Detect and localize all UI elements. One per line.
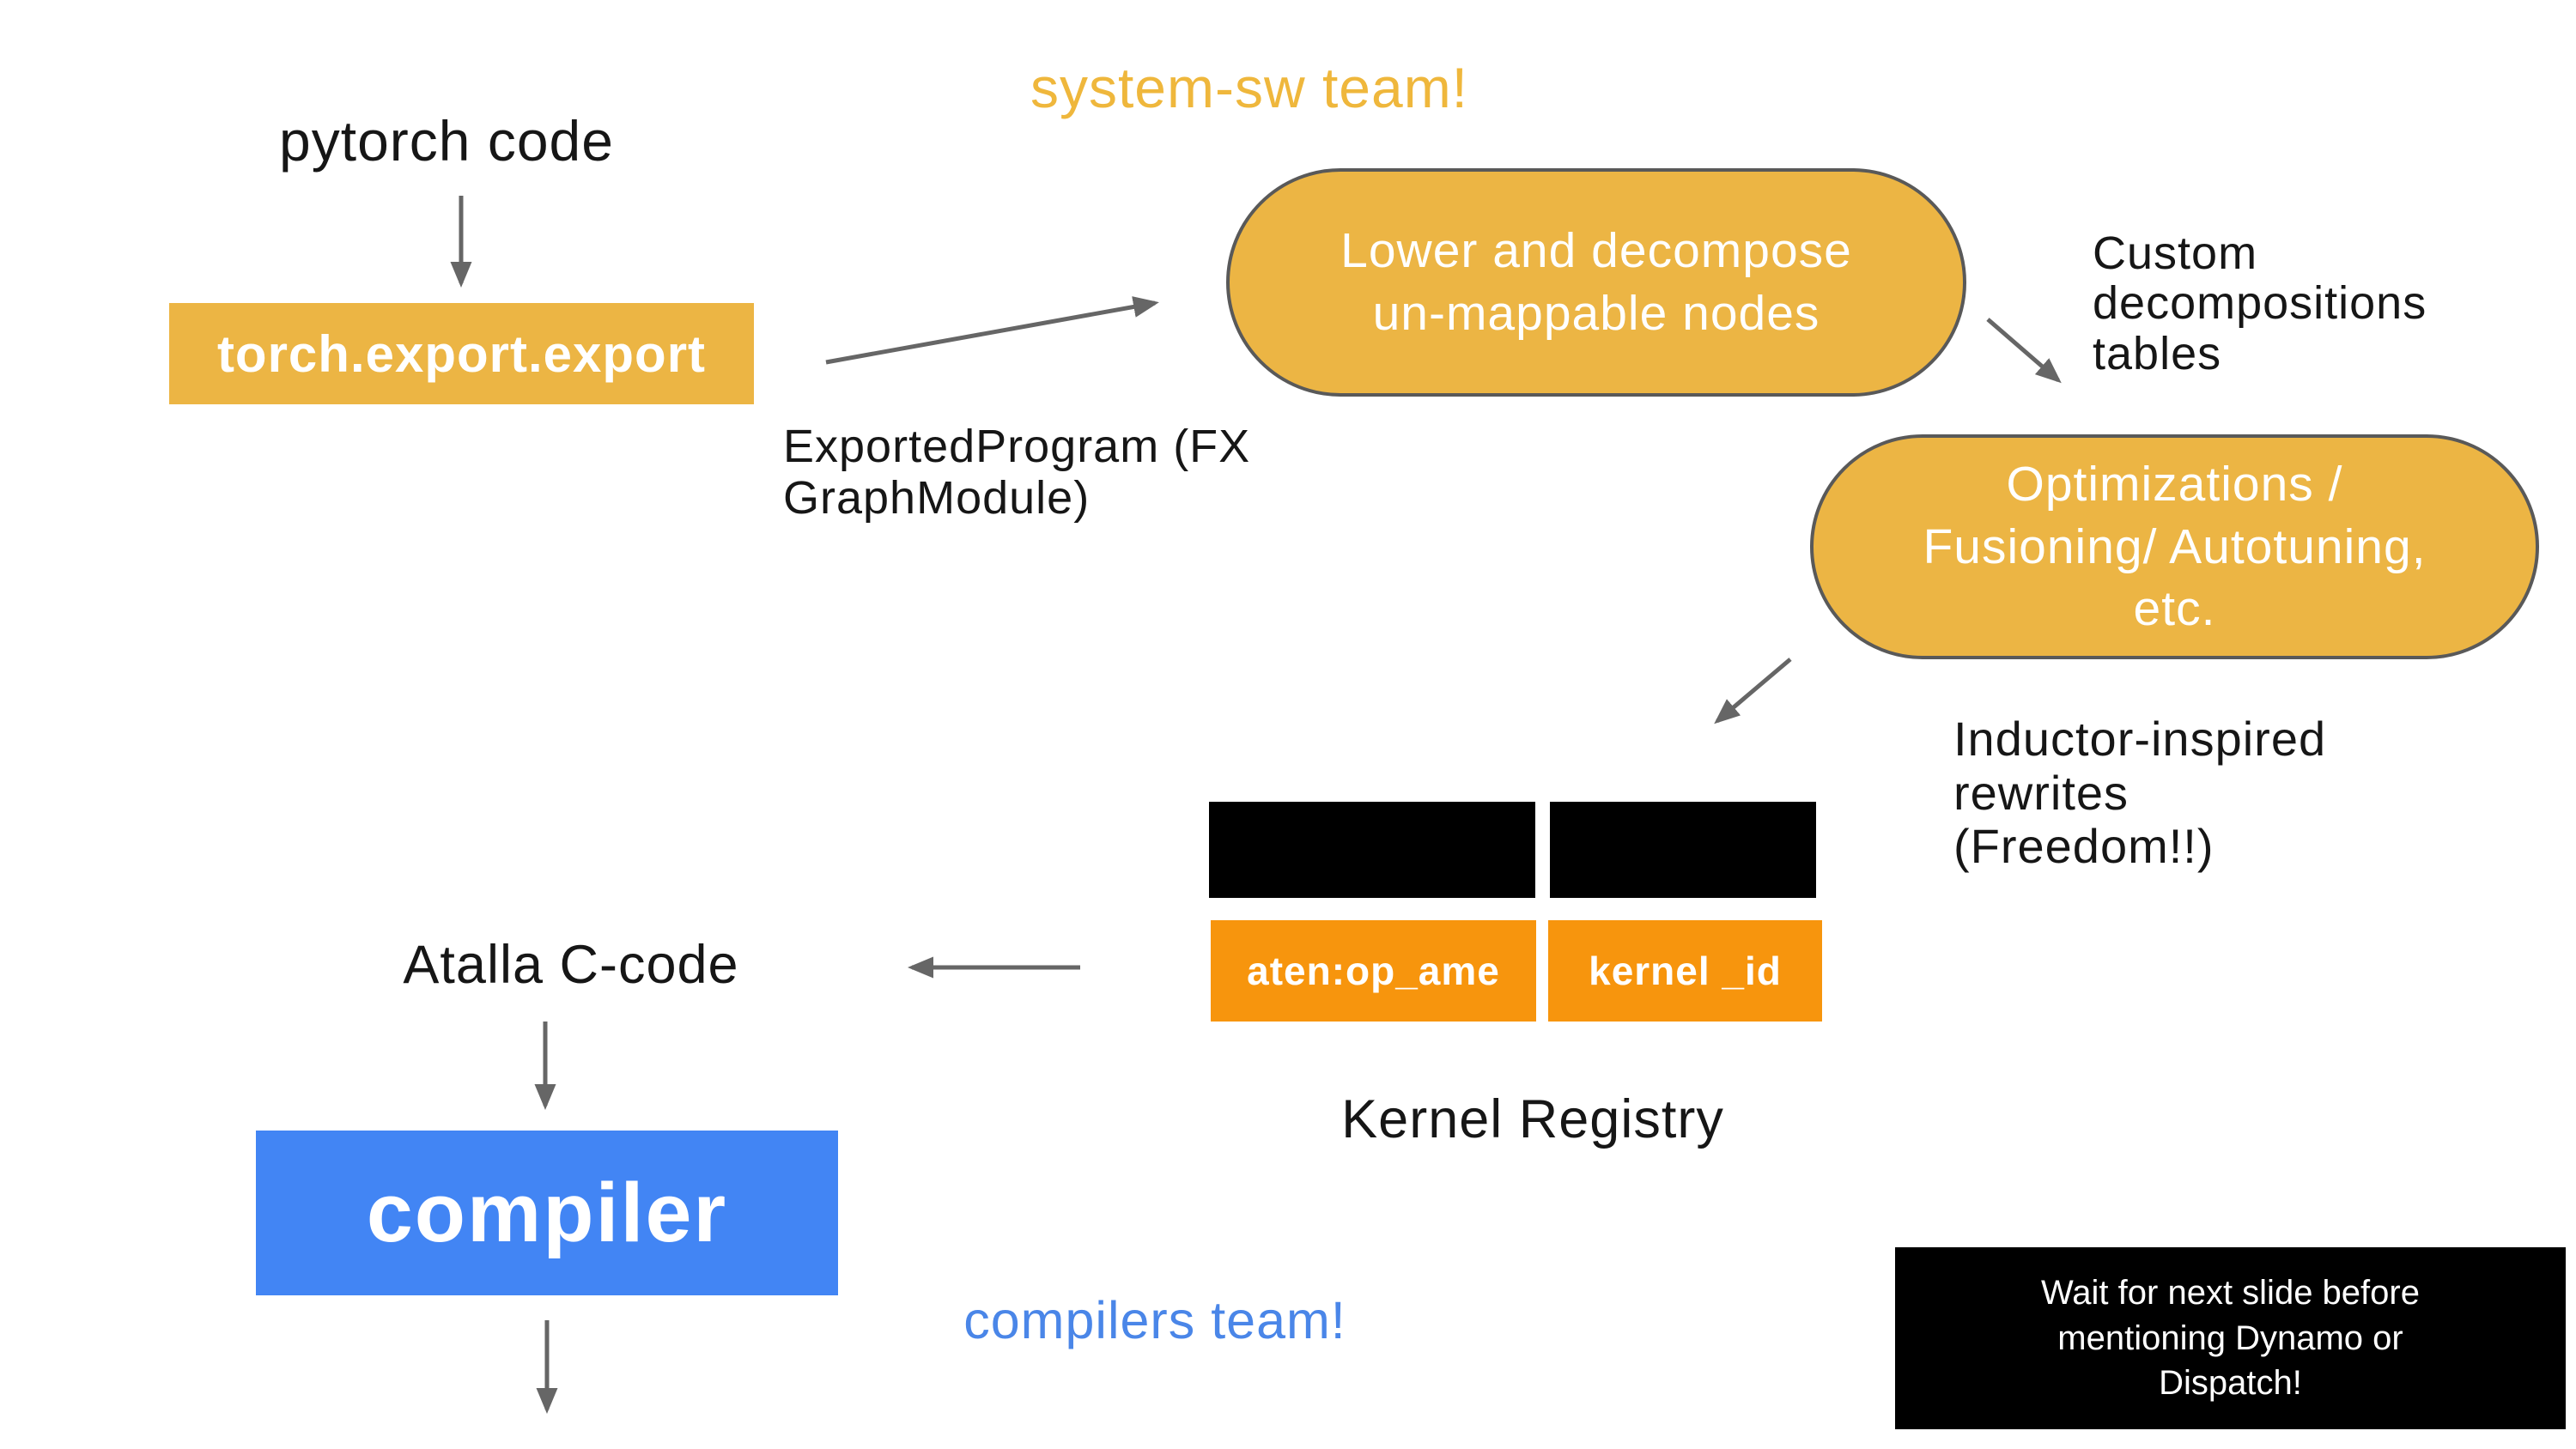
lower-decompose-node: Lower and decompose un-mappable nodes (1226, 168, 1966, 397)
custom-decompositions-label: Custom decompositions tables (2093, 227, 2427, 379)
pytorch-code-label: pytorch code (279, 109, 614, 173)
torch-export-node: torch.export.export (169, 303, 754, 404)
arrow-lower-to-optimizations (1986, 318, 2062, 384)
arrow-optimizations-to-registry (1714, 658, 1792, 724)
registry-header-cell-left (1209, 802, 1535, 898)
aten-op-name-cell: aten:op_ame (1211, 920, 1536, 1022)
optimizations-node: Optimizations / Fusioning/ Autotuning, e… (1810, 434, 2539, 659)
atalla-c-code-label: Atalla C-code (403, 935, 739, 995)
system-sw-team-label: system-sw team! (1030, 56, 1469, 119)
kernel-registry-label: Kernel Registry (1341, 1089, 1724, 1149)
inductor-rewrites-label: Inductor-inspired rewrites (Freedom!!) (1953, 712, 2327, 874)
compiler-node: compiler (256, 1131, 838, 1295)
registry-header-cell-right (1550, 802, 1816, 898)
arrow-export-to-lower (825, 296, 1159, 365)
wait-note-box: Wait for next slide before mentioning Dy… (1895, 1247, 2566, 1429)
compilers-team-label: compilers team! (963, 1291, 1346, 1349)
exported-program-label: ExportedProgram (FX GraphModule) (783, 421, 1251, 524)
kernel-id-cell: kernel _id (1548, 920, 1822, 1022)
